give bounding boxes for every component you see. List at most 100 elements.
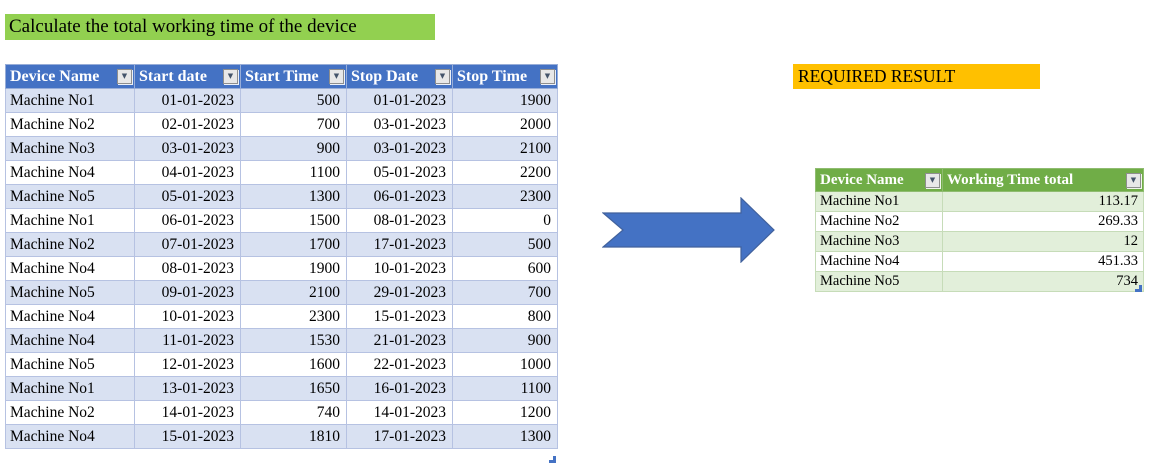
- cell[interactable]: 500: [240, 88, 347, 113]
- cell[interactable]: 1650: [240, 376, 347, 401]
- column-header-cell[interactable]: Start Time▼: [240, 64, 347, 89]
- cell[interactable]: 09-01-2023: [134, 280, 241, 305]
- cell[interactable]: 900: [240, 136, 347, 161]
- required-result-cell[interactable]: REQUIRED RESULT: [793, 64, 1040, 89]
- table-resize-handle[interactable]: [549, 456, 556, 463]
- cell[interactable]: 03-01-2023: [346, 136, 453, 161]
- cell[interactable]: 14-01-2023: [346, 400, 453, 425]
- cell[interactable]: 1700: [240, 232, 347, 257]
- filter-dropdown-icon[interactable]: ▼: [925, 173, 940, 188]
- cell[interactable]: 2300: [452, 184, 558, 209]
- cell[interactable]: 29-01-2023: [346, 280, 453, 305]
- cell[interactable]: 800: [452, 304, 558, 329]
- cell[interactable]: 03-01-2023: [134, 136, 241, 161]
- cell[interactable]: 16-01-2023: [346, 376, 453, 401]
- cell[interactable]: Machine No1: [5, 376, 135, 401]
- cell[interactable]: 1100: [240, 160, 347, 185]
- cell[interactable]: 12-01-2023: [134, 352, 241, 377]
- cell[interactable]: Machine No4: [5, 304, 135, 329]
- cell[interactable]: Machine No2: [5, 232, 135, 257]
- cell[interactable]: Machine No5: [5, 352, 135, 377]
- cell[interactable]: 08-01-2023: [134, 256, 241, 281]
- cell[interactable]: 15-01-2023: [346, 304, 453, 329]
- cell[interactable]: 2000: [452, 112, 558, 137]
- cell[interactable]: 1810: [240, 424, 347, 449]
- cell[interactable]: 13-01-2023: [134, 376, 241, 401]
- cell[interactable]: 2100: [240, 280, 347, 305]
- cell[interactable]: 700: [240, 112, 347, 137]
- task-title-cell[interactable]: Calculate the total working time of the …: [5, 14, 435, 40]
- cell[interactable]: Machine No5: [815, 271, 943, 292]
- cell[interactable]: Machine No3: [5, 136, 135, 161]
- cell[interactable]: 08-01-2023: [346, 208, 453, 233]
- cell[interactable]: 113.17: [942, 191, 1144, 212]
- cell[interactable]: 600: [452, 256, 558, 281]
- cell[interactable]: 06-01-2023: [346, 184, 453, 209]
- column-header-cell[interactable]: Start date▼: [134, 64, 241, 89]
- cell[interactable]: 06-01-2023: [134, 208, 241, 233]
- cell[interactable]: 1100: [452, 376, 558, 401]
- cell[interactable]: Machine No1: [5, 88, 135, 113]
- cell[interactable]: 02-01-2023: [134, 112, 241, 137]
- cell[interactable]: 451.33: [942, 251, 1144, 272]
- cell[interactable]: Machine No4: [5, 328, 135, 353]
- cell[interactable]: 14-01-2023: [134, 400, 241, 425]
- cell[interactable]: 2100: [452, 136, 558, 161]
- cell[interactable]: 05-01-2023: [346, 160, 453, 185]
- column-header-cell[interactable]: Device Name▼: [5, 64, 135, 89]
- filter-dropdown-icon[interactable]: ▼: [223, 69, 238, 84]
- cell[interactable]: 1900: [452, 88, 558, 113]
- cell[interactable]: 1300: [452, 424, 558, 449]
- cell[interactable]: 01-01-2023: [346, 88, 453, 113]
- column-header-cell[interactable]: Device Name▼: [815, 168, 943, 192]
- cell[interactable]: 2200: [452, 160, 558, 185]
- cell[interactable]: 10-01-2023: [346, 256, 453, 281]
- filter-dropdown-icon[interactable]: ▼: [117, 69, 132, 84]
- cell[interactable]: 1500: [240, 208, 347, 233]
- cell[interactable]: 700: [452, 280, 558, 305]
- cell[interactable]: Machine No2: [815, 211, 943, 232]
- cell[interactable]: Machine No5: [5, 184, 135, 209]
- cell[interactable]: 15-01-2023: [134, 424, 241, 449]
- cell[interactable]: Machine No1: [5, 208, 135, 233]
- cell[interactable]: Machine No2: [5, 112, 135, 137]
- cell[interactable]: 1600: [240, 352, 347, 377]
- cell[interactable]: 12: [942, 231, 1144, 252]
- column-header-cell[interactable]: Working Time total▼: [942, 168, 1144, 192]
- cell[interactable]: Machine No4: [5, 160, 135, 185]
- cell[interactable]: 0: [452, 208, 558, 233]
- cell[interactable]: 17-01-2023: [346, 232, 453, 257]
- filter-dropdown-icon[interactable]: ▼: [329, 69, 344, 84]
- cell[interactable]: 03-01-2023: [346, 112, 453, 137]
- cell[interactable]: 01-01-2023: [134, 88, 241, 113]
- cell[interactable]: 21-01-2023: [346, 328, 453, 353]
- cell[interactable]: 04-01-2023: [134, 160, 241, 185]
- cell[interactable]: 1900: [240, 256, 347, 281]
- cell[interactable]: 2300: [240, 304, 347, 329]
- cell[interactable]: 500: [452, 232, 558, 257]
- cell[interactable]: 1200: [452, 400, 558, 425]
- cell[interactable]: Machine No3: [815, 231, 943, 252]
- column-header-cell[interactable]: Stop Time▼: [452, 64, 558, 89]
- cell[interactable]: 10-01-2023: [134, 304, 241, 329]
- cell[interactable]: 07-01-2023: [134, 232, 241, 257]
- cell[interactable]: Machine No1: [815, 191, 943, 212]
- cell[interactable]: 11-01-2023: [134, 328, 241, 353]
- filter-dropdown-icon[interactable]: ▼: [540, 69, 555, 84]
- cell[interactable]: Machine No2: [5, 400, 135, 425]
- cell[interactable]: Machine No5: [5, 280, 135, 305]
- cell[interactable]: 1000: [452, 352, 558, 377]
- cell[interactable]: 1530: [240, 328, 347, 353]
- cell[interactable]: 900: [452, 328, 558, 353]
- cell[interactable]: 734: [942, 271, 1144, 292]
- cell[interactable]: 05-01-2023: [134, 184, 241, 209]
- filter-dropdown-icon[interactable]: ▼: [1126, 173, 1141, 188]
- cell[interactable]: Machine No4: [815, 251, 943, 272]
- cell[interactable]: 1300: [240, 184, 347, 209]
- cell[interactable]: 269.33: [942, 211, 1144, 232]
- column-header-cell[interactable]: Stop Date▼: [346, 64, 453, 89]
- cell[interactable]: Machine No4: [5, 424, 135, 449]
- cell[interactable]: 17-01-2023: [346, 424, 453, 449]
- right-arrow-shape[interactable]: [602, 197, 776, 263]
- filter-dropdown-icon[interactable]: ▼: [435, 69, 450, 84]
